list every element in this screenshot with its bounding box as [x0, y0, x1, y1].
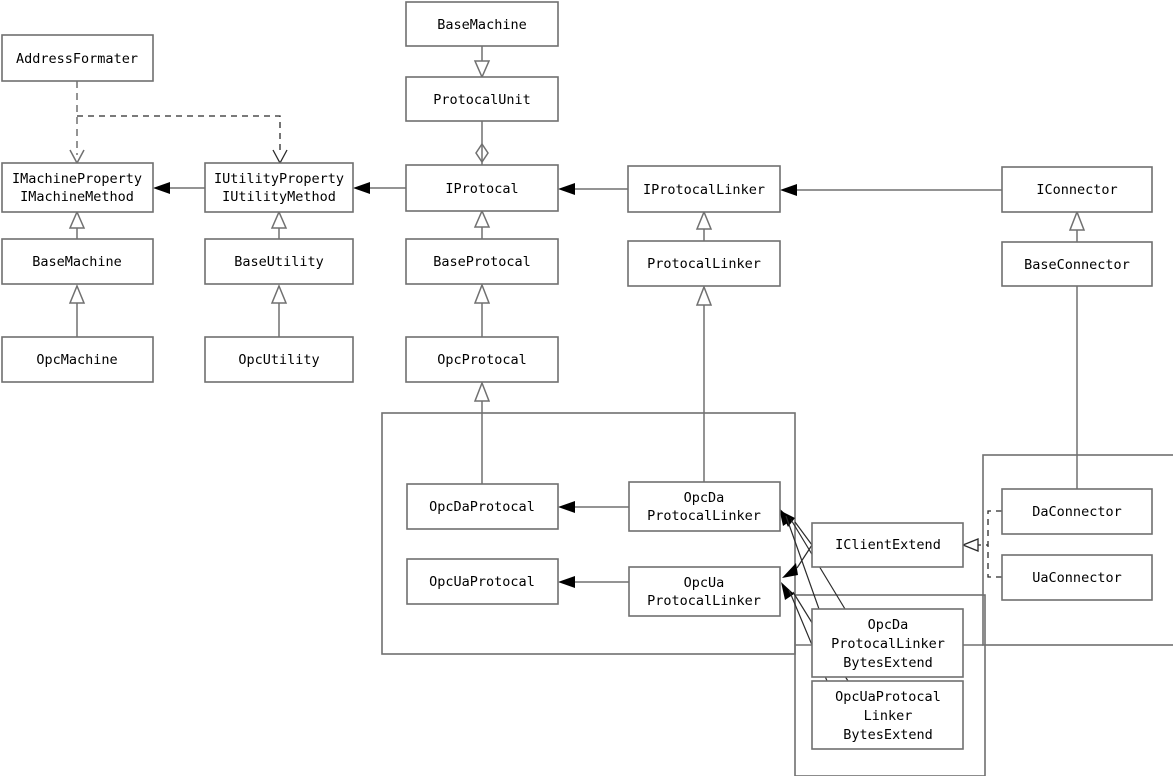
node-opcutility[interactable]: OpcUtility [204, 336, 354, 383]
node-label-line-1: OpcUaProtocal [835, 689, 941, 705]
node-opcdaprotocallinker[interactable]: OpcDa ProtocalLinker [628, 481, 781, 532]
node-baseconnector[interactable]: BaseConnector [1001, 241, 1153, 287]
nodes: BaseMachine ProtocalUnit AddressFormater… [1, 1, 1153, 750]
arrowhead-hollow-up-baseutility [270, 284, 288, 304]
arrowhead-solid-left-iprotocallinker [780, 184, 797, 196]
arrowhead-hollow-up-imachineproperty [68, 210, 86, 229]
arrowhead-hollow-up-protocallinker [695, 284, 713, 306]
arrowhead-hollow-up-iprotocal [473, 209, 491, 228]
node-addressformater[interactable]: AddressFormater [1, 34, 154, 82]
node-label: OpcUaProtocal [429, 574, 535, 590]
node-opcuaprotocallinkerbytesextend[interactable]: OpcUaProtocal Linker BytesExtend [811, 680, 964, 750]
edge-daconnector-iclientextend [978, 510, 1002, 546]
node-iconnector[interactable]: IConnector [1001, 166, 1153, 213]
node-label: OpcDaProtocal [429, 499, 535, 515]
node-label-line-1: IMachineProperty [12, 171, 142, 187]
node-label-line-2: IMachineMethod [20, 189, 134, 205]
arrowhead-hollow-up-iutilityproperty [270, 210, 288, 229]
node-label-line-3: BytesExtend [843, 655, 932, 671]
node-iprotocal[interactable]: IProtocal [405, 164, 559, 212]
node-label: OpcProtocal [437, 352, 526, 368]
arrowhead-hollow-left-iclientextend [961, 538, 979, 552]
arrowhead-solid-opcualinker-a [782, 563, 798, 578]
node-protocallinker[interactable]: ProtocalLinker [627, 240, 781, 287]
node-label-line-2: ProtocalLinker [831, 636, 945, 652]
diamond-aggregation-iprotocal [475, 142, 489, 164]
node-label-line-3: BytesExtend [843, 727, 932, 743]
node-label: DaConnector [1032, 504, 1121, 520]
arrowhead-hollow-up-opcprotocal [473, 380, 491, 402]
group-protocal-linker-package [381, 412, 796, 655]
node-opcmachine[interactable]: OpcMachine [1, 336, 154, 383]
node-opcuaprotocallinker[interactable]: OpcUa ProtocalLinker [628, 566, 781, 617]
node-basemachine-top[interactable]: BaseMachine [405, 1, 559, 47]
node-label: AddressFormater [16, 51, 138, 67]
node-label: ProtocalLinker [647, 256, 761, 272]
node-label: OpcMachine [36, 352, 117, 368]
edges [68, 46, 1086, 701]
group-bytes-extend-package [794, 594, 986, 776]
arrowhead-solid-opcdalinker-b [779, 508, 792, 526]
node-label: BaseMachine [32, 254, 121, 270]
node-label: BaseConnector [1024, 257, 1130, 273]
node-opcdaprotocal[interactable]: OpcDaProtocal [406, 483, 559, 530]
node-opcprotocal[interactable]: OpcProtocal [405, 336, 559, 383]
arrowhead-hollow-up-iconnector [1068, 209, 1086, 231]
node-label: IClientExtend [835, 537, 941, 553]
node-label: IProtocalLinker [643, 182, 765, 198]
node-iclientextend[interactable]: IClientExtend [811, 522, 964, 568]
group-containers [381, 412, 1173, 776]
node-label: ProtocalUnit [433, 92, 531, 108]
arrowhead-hollow-up-basemachine [68, 284, 86, 304]
node-imachineproperty[interactable]: IMachineProperty IMachineMethod [1, 162, 154, 213]
node-label-line-1: OpcDa [868, 617, 909, 633]
node-baseutility[interactable]: BaseUtility [204, 238, 354, 285]
arrowhead-open-down-imachineproperty [69, 149, 85, 165]
edge-uaconnector-iclientextend [987, 545, 1002, 578]
node-opcuaprotocal[interactable]: OpcUaProtocal [406, 558, 559, 605]
arrowhead-solid-left-imachineproperty [153, 182, 170, 194]
node-label-line-2: ProtocalLinker [647, 593, 761, 609]
arrowhead-hollow-down-protocalunit [473, 60, 491, 79]
node-label: BaseMachine [437, 17, 526, 33]
node-iprotocallinker[interactable]: IProtocalLinker [627, 165, 781, 213]
node-opcdaprotocallinkerbytesextend[interactable]: OpcDa ProtocalLinker BytesExtend [811, 608, 964, 678]
node-label-line-2: ProtocalLinker [647, 508, 761, 524]
edge-iclientextend-opcualinker [796, 544, 813, 569]
node-label-line-1: OpcUa [684, 575, 725, 591]
node-label: IConnector [1036, 182, 1117, 198]
arrowhead-solid-left-iutilityproperty [353, 182, 370, 194]
node-label-line-1: OpcDa [684, 490, 725, 506]
arrowhead-hollow-up-baseprotocal [473, 282, 491, 304]
edge-iclientextend-opcdalinker [794, 521, 813, 546]
node-label: UaConnector [1032, 570, 1121, 586]
node-label-line-2: IUtilityMethod [222, 189, 336, 205]
arrowhead-solid-left-iprotocal [558, 183, 575, 195]
node-iutilityproperty[interactable]: IUtilityProperty IUtilityMethod [204, 162, 354, 213]
arrowhead-open-down-iutilityproperty [272, 149, 288, 165]
group-connector-package [982, 454, 1173, 646]
node-daconnector[interactable]: DaConnector [1001, 488, 1153, 535]
node-baseprotocal[interactable]: BaseProtocal [405, 238, 559, 285]
node-protocalunit[interactable]: ProtocalUnit [405, 76, 559, 122]
node-label-line-2: Linker [864, 708, 913, 724]
node-basemachine[interactable]: BaseMachine [1, 238, 154, 285]
node-label: BaseUtility [234, 254, 323, 270]
node-uaconnector[interactable]: UaConnector [1001, 554, 1153, 601]
node-label: OpcUtility [238, 352, 319, 368]
node-label: IProtocal [445, 181, 518, 197]
node-label-line-1: IUtilityProperty [214, 171, 344, 187]
node-label: BaseProtocal [433, 254, 531, 270]
arrowhead-hollow-up-iprotocallinker [695, 210, 713, 230]
edge-addressformater-iutilityproperty [77, 115, 281, 155]
arrowhead-solid-left-opcuaprotocal [558, 576, 575, 588]
arrowhead-solid-left-opcdaprotocal [558, 501, 575, 513]
